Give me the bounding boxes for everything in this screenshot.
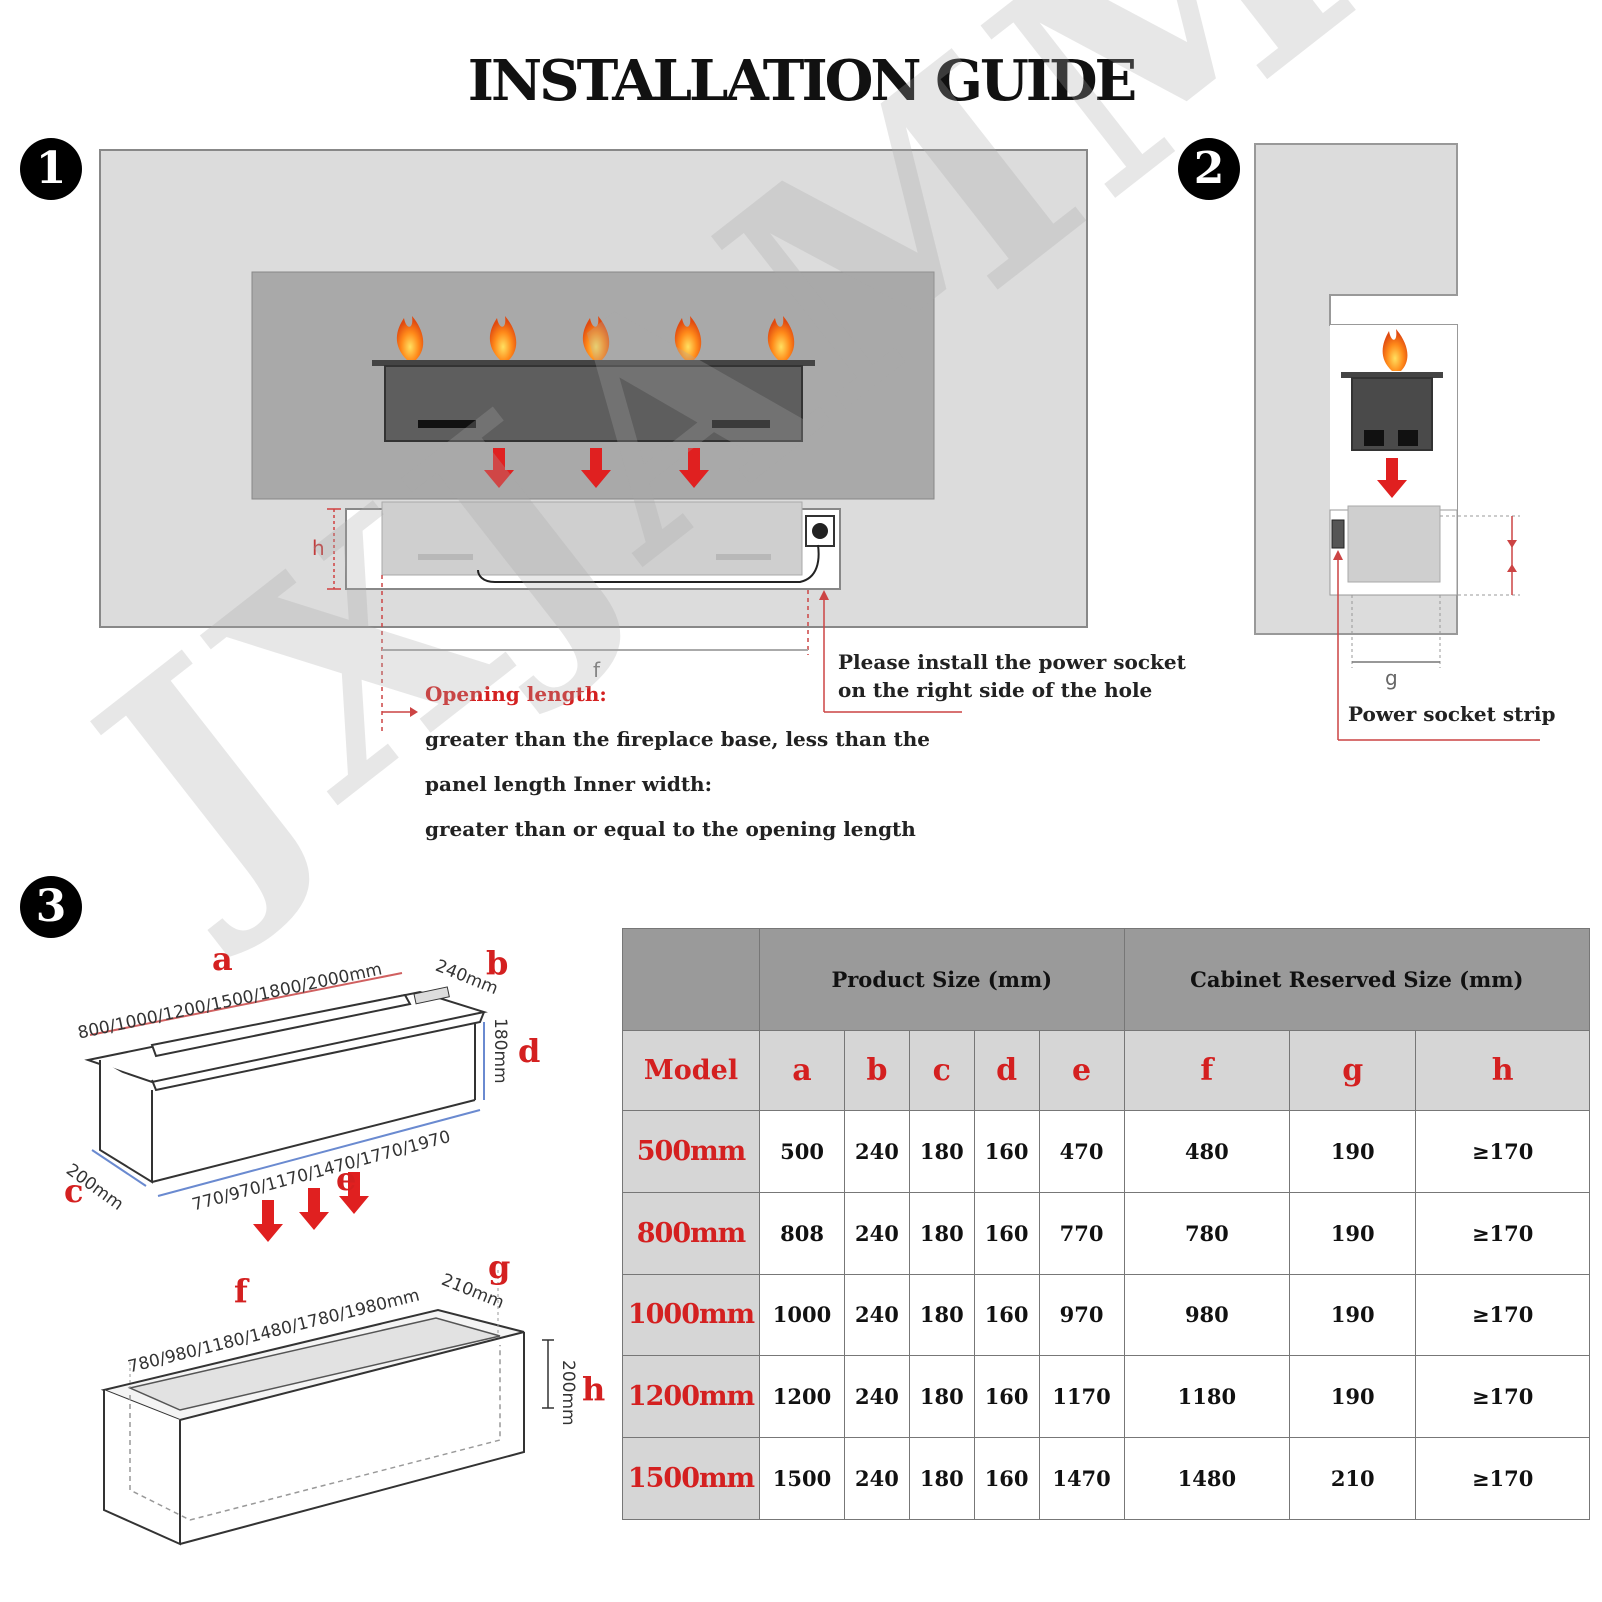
- dim-letter-g: g: [488, 1248, 511, 1286]
- table-row: 800mm 808 240 180 160 770 780 190 ≥170: [622, 1191, 1590, 1275]
- table-cell: 1470: [1038, 1437, 1125, 1520]
- table-cell: 1480: [1123, 1437, 1291, 1520]
- table-cell: 160: [973, 1273, 1040, 1357]
- table-cell: 180: [908, 1437, 975, 1520]
- table-cell: 500: [758, 1110, 846, 1193]
- table-row: 500mm 500 240 180 160 470 480 190 ≥170: [622, 1110, 1590, 1193]
- table-corner-cell: [622, 928, 760, 1031]
- down-arrow-icons: [484, 448, 709, 488]
- step-3-badge: 3: [20, 876, 82, 938]
- dim-letter-a: a: [212, 940, 233, 978]
- model-cell: 1000mm: [622, 1273, 760, 1357]
- cabinet-reserved-header: Cabinet Reserved Size (mm): [1123, 928, 1591, 1031]
- column-header-a: a: [758, 1030, 846, 1111]
- model-cell: 1500mm: [622, 1437, 760, 1520]
- step-2-badge: 2: [1178, 138, 1240, 200]
- opening-text-line2: panel length Inner width:: [425, 772, 712, 796]
- table-cell: 970: [1038, 1273, 1125, 1357]
- dim-letter-f: f: [234, 1272, 248, 1310]
- table-cell: 1170: [1038, 1355, 1125, 1439]
- column-header-g: g: [1289, 1030, 1417, 1111]
- table-cell: 180: [908, 1110, 975, 1193]
- dim-letter-h: h: [582, 1370, 606, 1408]
- model-cell: 800mm: [622, 1191, 760, 1275]
- column-header-b: b: [844, 1030, 910, 1111]
- column-header-model: Model: [622, 1030, 760, 1111]
- table-cell: 1500: [758, 1437, 846, 1520]
- dim-g-label: g: [1385, 666, 1398, 690]
- size-spec-table: Product Size (mm) Cabinet Reserved Size …: [622, 928, 1591, 1520]
- table-column-header-row: Model a b c d e f g h: [622, 1030, 1590, 1111]
- opening-text-line3: greater than or equal to the opening len…: [425, 817, 916, 841]
- step-1-badge: 1: [20, 138, 82, 200]
- dim-d-value: 180mm: [490, 1018, 510, 1084]
- table-row: 1000mm 1000 240 180 160 970 980 190 ≥170: [622, 1273, 1590, 1357]
- table-cell: 190: [1289, 1110, 1417, 1193]
- table-cell: 190: [1289, 1273, 1417, 1357]
- socket-note-line2: on the right side of the hole: [838, 678, 1153, 702]
- dim-letter-e: e: [336, 1160, 357, 1198]
- table-cell: 780: [1123, 1191, 1291, 1275]
- column-header-h: h: [1415, 1030, 1590, 1111]
- table-cell: 240: [844, 1355, 910, 1439]
- model-cell: 500mm: [622, 1110, 760, 1193]
- opening-text-line1: greater than the fireplace base, less th…: [425, 727, 930, 751]
- table-cell: 480: [1123, 1110, 1291, 1193]
- table-cell: 1000: [758, 1273, 846, 1357]
- table-group-header-row: Product Size (mm) Cabinet Reserved Size …: [622, 928, 1591, 1031]
- table-cell: 240: [844, 1110, 910, 1193]
- table-cell: ≥170: [1415, 1437, 1590, 1520]
- column-header-e: e: [1038, 1030, 1125, 1111]
- dim-letter-c: c: [64, 1172, 84, 1210]
- diagram-3-illustration: [84, 972, 554, 1546]
- table-cell: 160: [973, 1191, 1040, 1275]
- table-cell: ≥170: [1415, 1273, 1590, 1357]
- table-cell: 180: [908, 1273, 975, 1357]
- table-cell: 980: [1123, 1273, 1291, 1357]
- column-header-d: d: [973, 1030, 1040, 1111]
- table-cell: ≥170: [1415, 1110, 1590, 1193]
- table-cell: 808: [758, 1191, 846, 1275]
- flame-icons: [396, 316, 795, 360]
- table-cell: 240: [844, 1191, 910, 1275]
- table-cell: 160: [973, 1355, 1040, 1439]
- column-header-c: c: [908, 1030, 975, 1111]
- table-cell: 240: [844, 1437, 910, 1520]
- diagram-1-illustration: [99, 143, 1540, 741]
- table-cell: 180: [908, 1355, 975, 1439]
- table-cell: 180: [908, 1191, 975, 1275]
- power-socket-strip-label: Power socket strip: [1348, 702, 1556, 726]
- table-cell: 1180: [1123, 1355, 1291, 1439]
- table-cell: ≥170: [1415, 1355, 1590, 1439]
- table-cell: 240: [844, 1273, 910, 1357]
- table-cell: 770: [1038, 1191, 1125, 1275]
- table-cell: 470: [1038, 1110, 1125, 1193]
- model-cell: 1200mm: [622, 1355, 760, 1439]
- socket-note-line1: Please install the power socket: [838, 650, 1186, 674]
- dim-h-value: 200mm: [558, 1360, 578, 1426]
- dim-letter-d: d: [518, 1032, 541, 1070]
- opening-length-heading: Opening length:: [425, 682, 607, 706]
- dim-h-label: h: [312, 536, 325, 560]
- table-cell: 160: [973, 1110, 1040, 1193]
- table-row: 1200mm 1200 240 180 160 1170 1180 190 ≥1…: [622, 1355, 1590, 1439]
- table-cell: 160: [973, 1437, 1040, 1520]
- table-cell: 1200: [758, 1355, 846, 1439]
- column-header-f: f: [1123, 1030, 1291, 1111]
- dim-letter-b: b: [486, 944, 509, 982]
- table-row: 1500mm 1500 240 180 160 1470 1480 210 ≥1…: [622, 1437, 1590, 1520]
- table-cell: 190: [1289, 1355, 1417, 1439]
- table-cell: ≥170: [1415, 1191, 1590, 1275]
- page-title: INSTALLATION GUIDE: [467, 48, 1137, 114]
- table-cell: 210: [1289, 1437, 1417, 1520]
- product-size-header: Product Size (mm): [759, 928, 1125, 1031]
- dim-f-label: f: [593, 658, 601, 682]
- table-cell: 190: [1289, 1191, 1417, 1275]
